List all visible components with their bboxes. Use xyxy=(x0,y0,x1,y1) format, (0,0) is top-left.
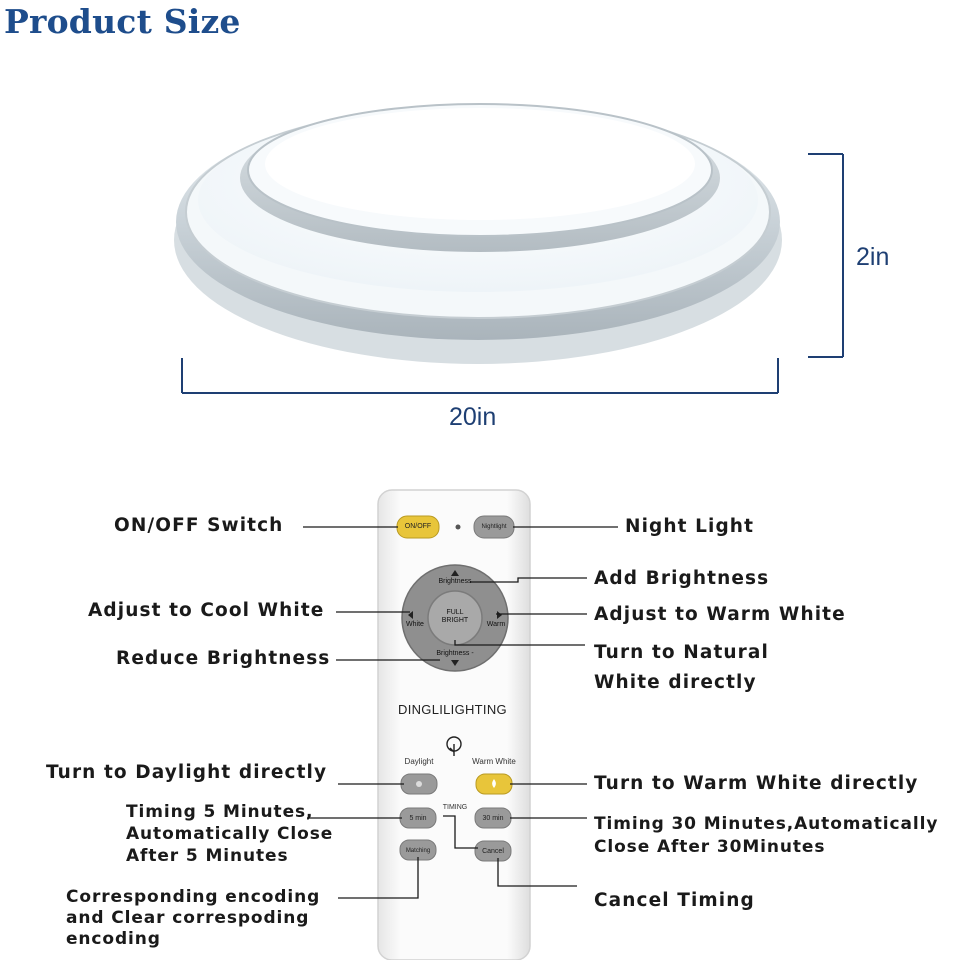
callout-encoding-line3: encoding xyxy=(66,929,161,949)
thirty-min-key-label: 30 min xyxy=(482,815,504,822)
callout-encoding-line1: Corresponding encoding xyxy=(66,887,321,907)
brightness-down-key-label: Brightness - xyxy=(436,650,474,657)
callout-timing5-line1: Timing 5 Minutes, xyxy=(126,802,314,822)
callout-timing30-line2: Close After 30Minutes xyxy=(594,837,826,857)
callout-timing5-line3: After 5 Minutes xyxy=(126,846,289,866)
night-light-key-label: Nightlight xyxy=(481,524,507,530)
matching-key-label: Matching xyxy=(405,848,431,854)
callout-natural-line1: Turn to Natural xyxy=(594,642,769,663)
five-min-key-label: 5 min xyxy=(409,815,427,822)
remote-control xyxy=(377,489,531,960)
callout-reduce-brightness: Reduce Brightness xyxy=(116,648,331,669)
callout-timing30-line1: Timing 30 Minutes,Automatically xyxy=(594,814,939,834)
brightness-up-key-label: Brightness xyxy=(438,578,472,585)
white-key-label: White xyxy=(406,621,424,628)
callout-warm-white-direct: Turn to Warm White directly xyxy=(594,773,919,794)
callout-natural-line2: White directly xyxy=(594,672,757,693)
callout-warm-white-adjust: Adjust to Warm White xyxy=(594,604,846,625)
warm-white-key-caption: Warm White xyxy=(472,757,516,766)
callout-leader-lines xyxy=(303,526,618,899)
callout-add-brightness: Add Brightness xyxy=(594,568,770,589)
indicator-led xyxy=(455,524,461,530)
daylight-key-caption: Daylight xyxy=(404,757,434,766)
warm-key-label: Warm xyxy=(486,621,506,628)
cancel-button-shape xyxy=(474,840,512,862)
height-label: 2in xyxy=(856,243,890,271)
callout-timing5-line2: Automatically Close xyxy=(126,824,334,844)
on-off-key-label: ON/OFF xyxy=(404,523,432,530)
width-label: 20in xyxy=(449,403,497,431)
width-dimension-line xyxy=(181,358,779,394)
callout-encoding-line2: and Clear correspoding xyxy=(66,908,310,928)
timing-caption: TIMING xyxy=(442,804,468,811)
cancel-key-label: Cancel xyxy=(482,848,504,855)
callout-on-off: ON/OFF Switch xyxy=(114,515,284,536)
brand-logo-icon xyxy=(446,736,462,756)
callout-night-light: Night Light xyxy=(625,516,755,537)
ceiling-lamp-image xyxy=(174,103,782,364)
callout-cancel-timing: Cancel Timing xyxy=(594,890,755,911)
page-title: Product Size xyxy=(4,2,241,41)
remote-brand: DINGLILIGHTING xyxy=(398,702,507,717)
full-bright-key-label: FULL BRIGHT xyxy=(441,609,469,624)
callout-daylight: Turn to Daylight directly xyxy=(46,762,328,783)
callout-cool-white: Adjust to Cool White xyxy=(88,600,325,621)
height-dimension-line xyxy=(808,153,844,358)
